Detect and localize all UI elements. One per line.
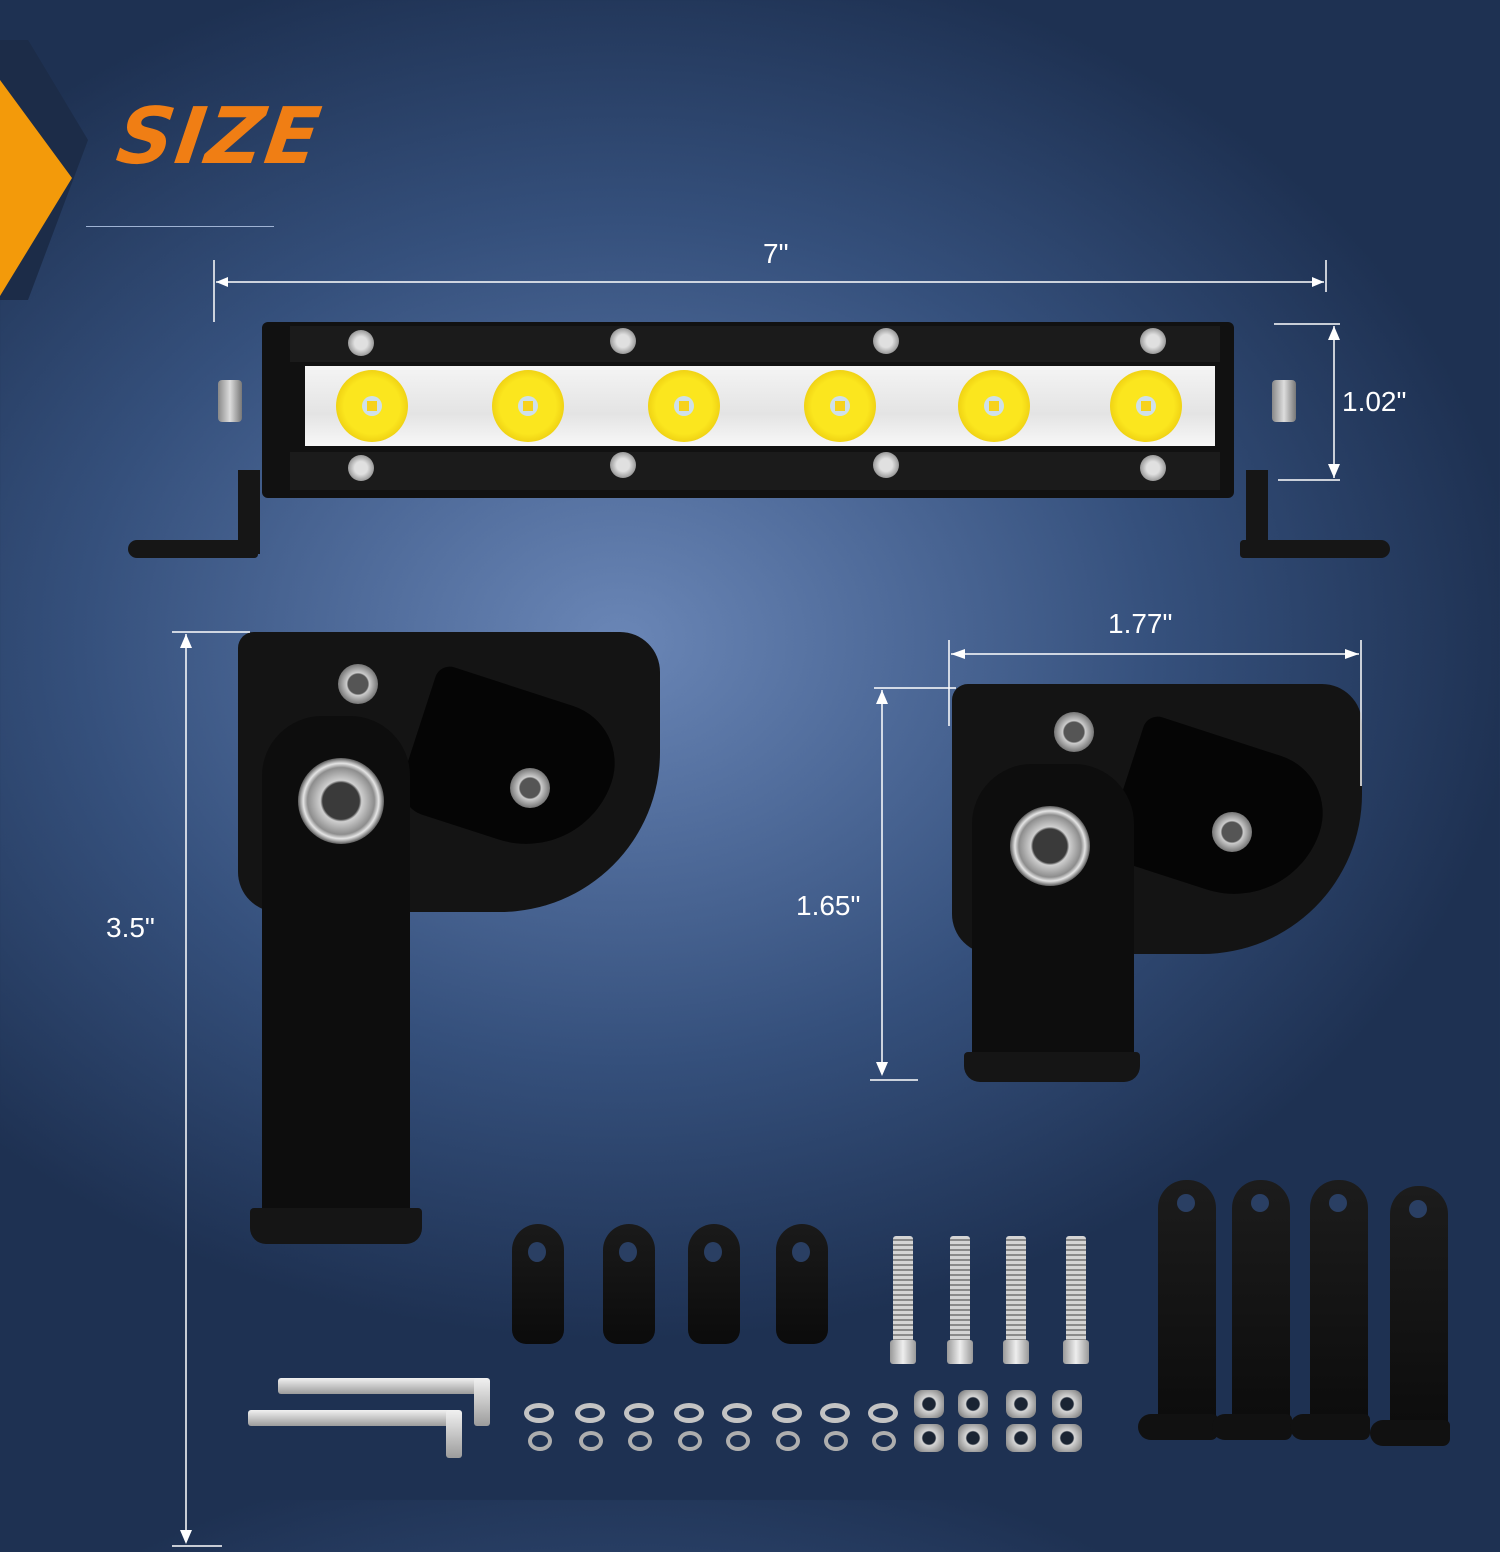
tall-bracket xyxy=(1212,1180,1292,1440)
led-2 xyxy=(492,370,564,442)
left-foot-bracket xyxy=(128,540,258,558)
right-bracket-upright xyxy=(1246,470,1268,554)
hex-bolt xyxy=(890,1236,916,1364)
bottom-rail xyxy=(290,452,1220,490)
length-label: 7" xyxy=(763,238,789,269)
hex-screw xyxy=(1054,712,1094,752)
l-bracket xyxy=(512,1224,564,1344)
lock-washer xyxy=(726,1431,750,1451)
led-3 xyxy=(648,370,720,442)
flat-washer xyxy=(772,1403,802,1423)
hex-screw xyxy=(338,664,378,704)
hex-bolt xyxy=(947,1236,973,1364)
pivot-bolt xyxy=(1010,806,1090,886)
flat-washer xyxy=(820,1403,850,1423)
tall-bracket xyxy=(1138,1180,1218,1440)
top-rail xyxy=(290,326,1220,362)
allen-key-bend xyxy=(446,1410,462,1458)
right-foot-bracket xyxy=(1240,540,1390,558)
led-5 xyxy=(958,370,1030,442)
hex-screw xyxy=(1212,812,1252,852)
lock-washer xyxy=(872,1431,896,1451)
short-mount-width-label: 1.77" xyxy=(1108,608,1173,639)
allen-key xyxy=(248,1410,460,1426)
lock-nut xyxy=(1052,1424,1082,1452)
short-mount-width-dimension-line xyxy=(948,640,1362,786)
screw xyxy=(1140,328,1166,354)
lock-washer xyxy=(579,1431,603,1451)
mount-base xyxy=(964,1052,1140,1082)
hex-bolt xyxy=(1003,1236,1029,1364)
l-bracket xyxy=(776,1224,828,1344)
flat-washer xyxy=(524,1403,554,1423)
lock-washer xyxy=(628,1431,652,1451)
title-underline xyxy=(86,226,274,227)
tall-mount-dimension-line xyxy=(172,631,250,1547)
short-mount-height-dimension-line xyxy=(870,687,956,1081)
led-1 xyxy=(336,370,408,442)
lock-washer xyxy=(528,1431,552,1451)
screw xyxy=(873,452,899,478)
flat-washer xyxy=(624,1403,654,1423)
mount-base xyxy=(250,1208,422,1244)
screw xyxy=(873,328,899,354)
screw xyxy=(610,328,636,354)
led-6 xyxy=(1110,370,1182,442)
allen-key xyxy=(278,1378,488,1394)
l-bracket xyxy=(688,1224,740,1344)
l-bracket xyxy=(603,1224,655,1344)
flat-washer xyxy=(575,1403,605,1423)
screw xyxy=(348,330,374,356)
length-dimension-line xyxy=(213,260,1327,322)
lock-washer xyxy=(776,1431,800,1451)
tall-mount-height-label: 3.5" xyxy=(106,912,155,943)
tall-bracket xyxy=(1370,1186,1450,1446)
tall-bracket xyxy=(1290,1180,1370,1440)
screw xyxy=(1140,455,1166,481)
lock-nut xyxy=(914,1390,944,1418)
corner-chevron-decoration xyxy=(0,40,88,300)
hex-bolt xyxy=(1063,1236,1089,1364)
short-mount-height-label: 1.65" xyxy=(796,890,861,921)
left-nut xyxy=(218,380,242,422)
lens-panel xyxy=(305,366,1215,446)
lock-nut xyxy=(1052,1390,1082,1418)
flat-washer xyxy=(868,1403,898,1423)
lock-nut xyxy=(958,1390,988,1418)
lock-nut xyxy=(914,1424,944,1452)
lock-nut xyxy=(958,1424,988,1452)
lock-washer xyxy=(678,1431,702,1451)
lock-nut xyxy=(1006,1390,1036,1418)
screw xyxy=(610,452,636,478)
led-4 xyxy=(804,370,876,442)
lock-washer xyxy=(824,1431,848,1451)
lock-nut xyxy=(1006,1424,1036,1452)
page-title: SIZE xyxy=(111,92,328,182)
flat-washer xyxy=(722,1403,752,1423)
hex-screw xyxy=(510,768,550,808)
allen-key-bend xyxy=(474,1378,490,1426)
flat-washer xyxy=(674,1403,704,1423)
screw xyxy=(348,455,374,481)
height-dimension-line xyxy=(1274,323,1340,481)
left-bracket-upright xyxy=(238,470,260,554)
height-label: 1.02" xyxy=(1342,386,1407,417)
pivot-bolt xyxy=(298,758,384,844)
right-nut xyxy=(1272,380,1296,422)
